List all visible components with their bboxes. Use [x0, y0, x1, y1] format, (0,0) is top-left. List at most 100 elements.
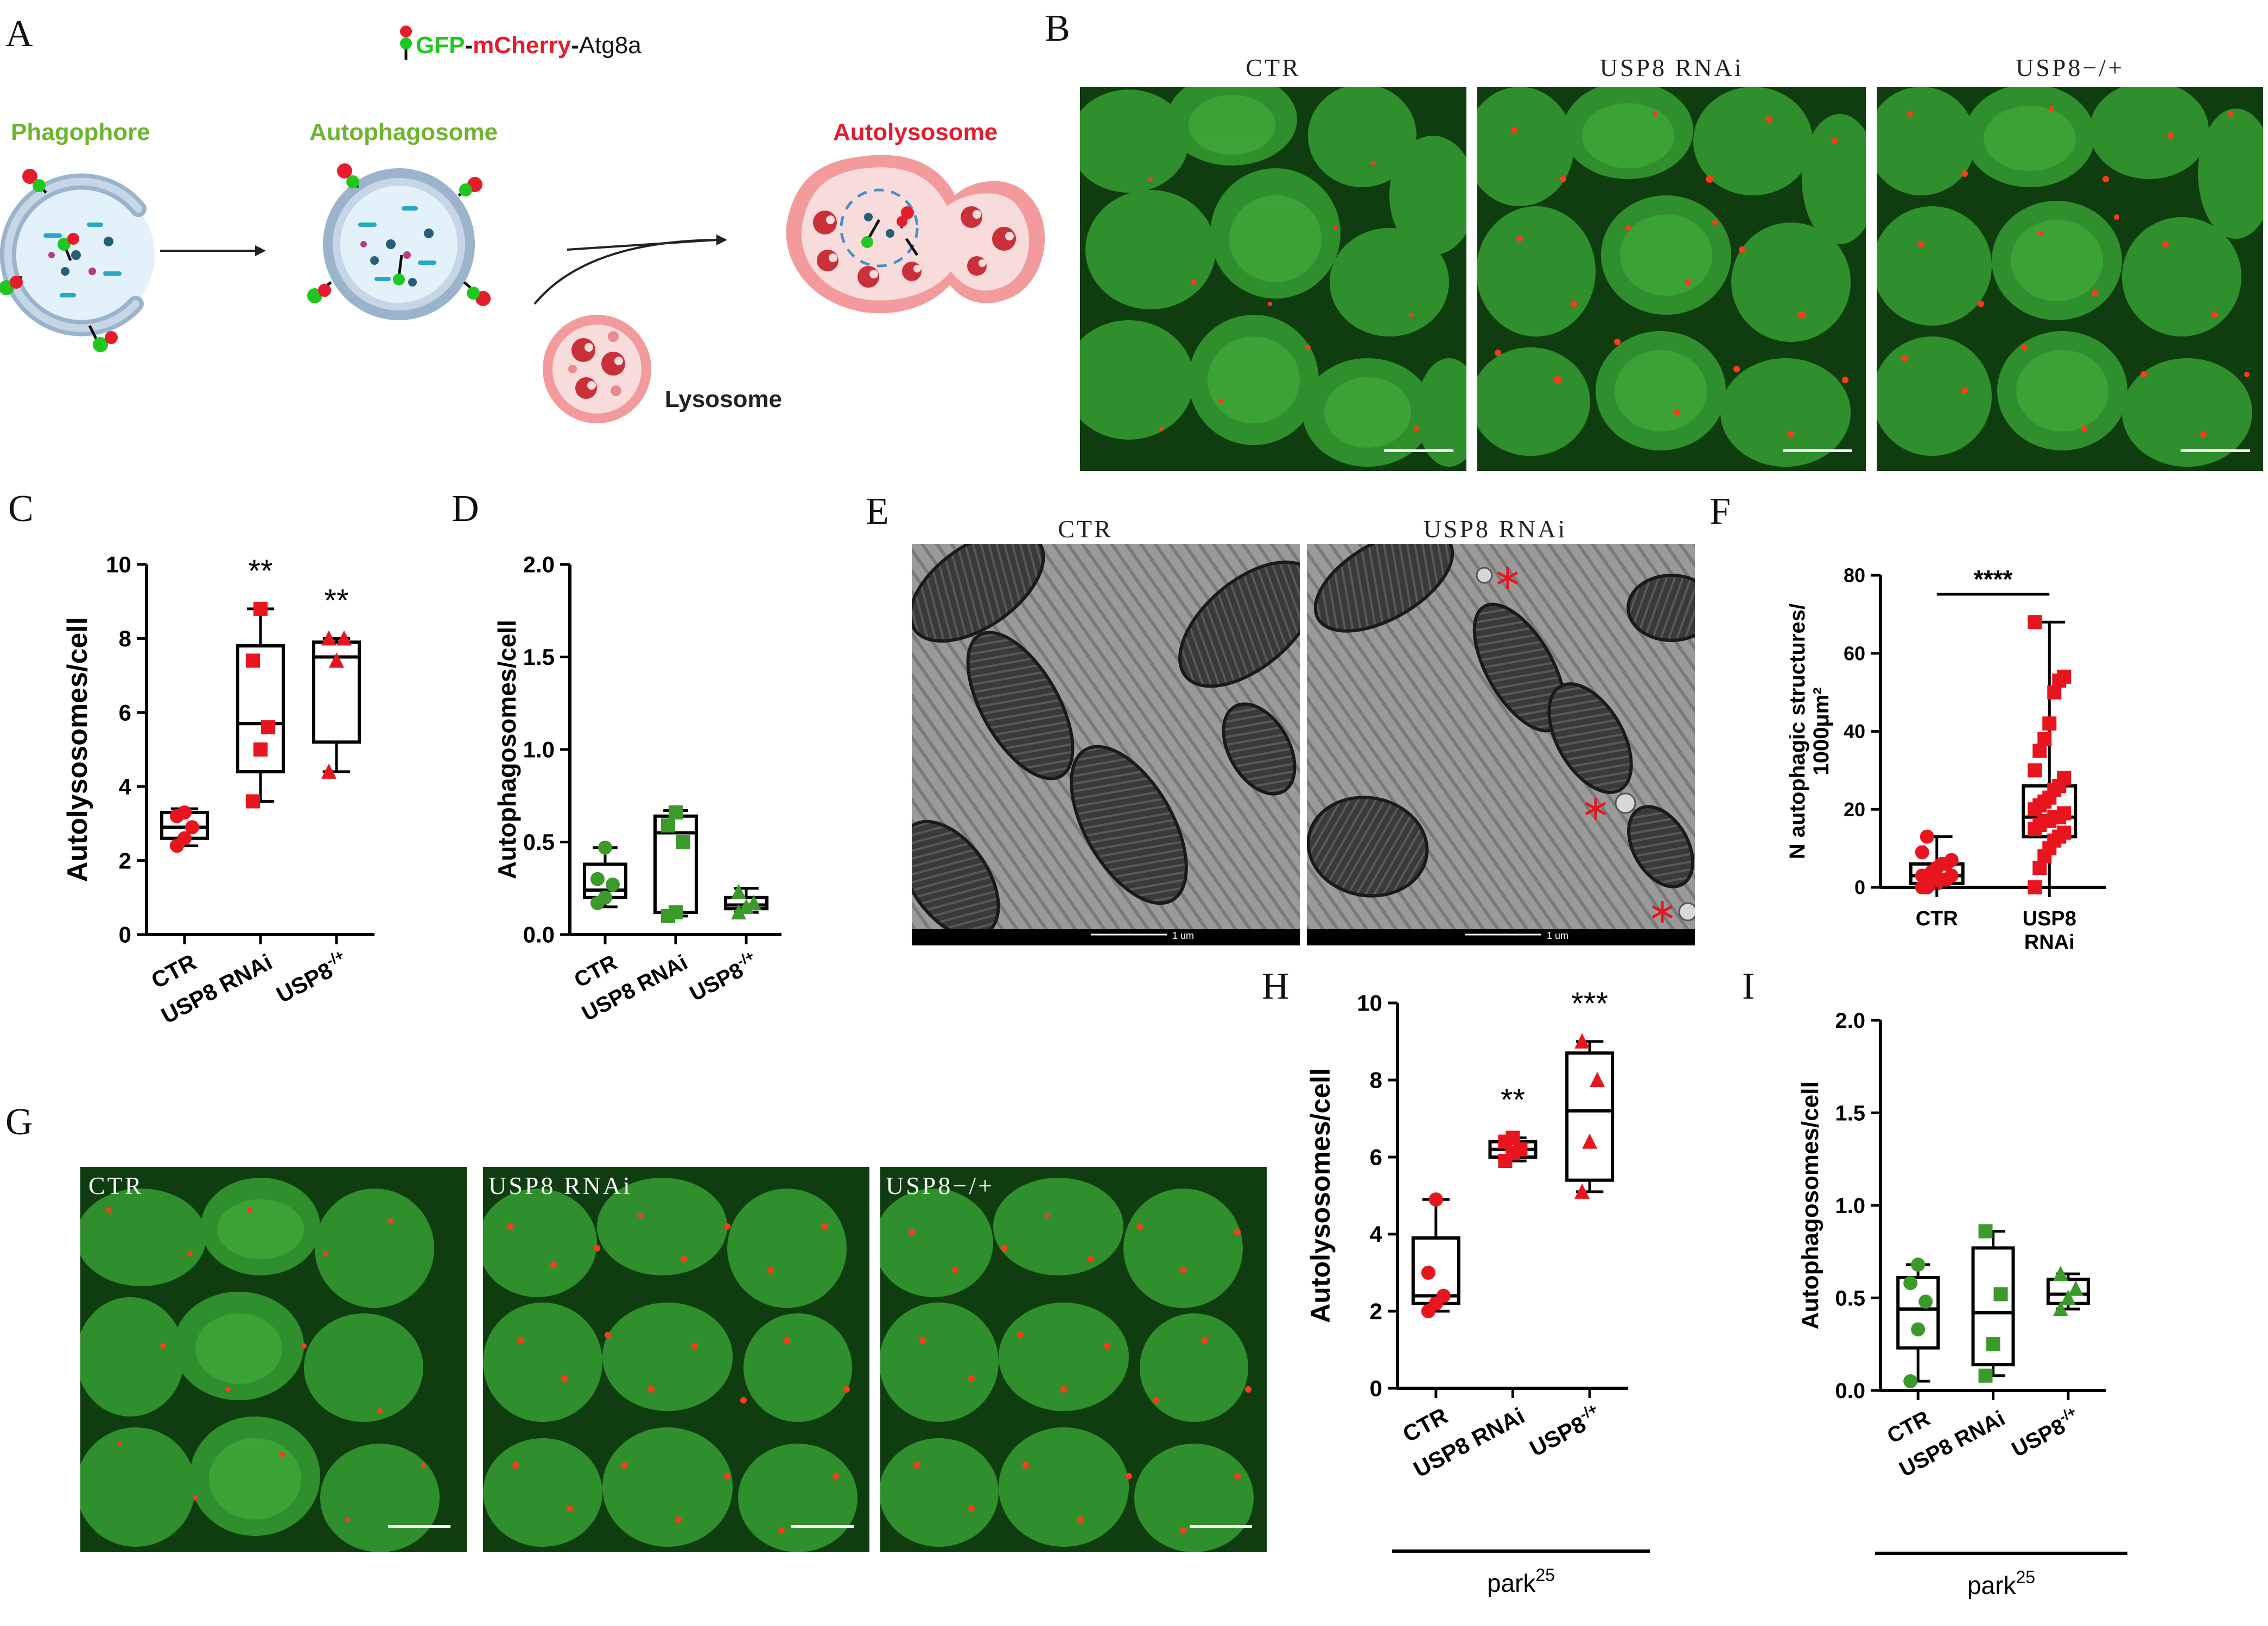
data-point	[253, 742, 268, 757]
data-point	[669, 805, 683, 820]
em-image-ctr: 1 um	[912, 544, 1300, 945]
x-tick-label: CTR	[1399, 1402, 1452, 1447]
x-tick-label: USP8-/+	[2006, 1403, 2084, 1462]
data-point	[246, 653, 260, 668]
panel-g: G CTR	[5, 1101, 1267, 1552]
y-tick-label: 4	[119, 774, 132, 799]
data-point	[1918, 1294, 1933, 1309]
panel-label-g: G	[5, 1101, 33, 1143]
asterisk-markers	[1497, 567, 1673, 923]
box	[236, 644, 285, 773]
y-tick-label: 1.5	[523, 644, 555, 670]
micrograph-b-ctr	[1080, 87, 1466, 471]
data-point	[746, 895, 761, 911]
mcherry-dot-icon	[400, 26, 412, 37]
group-label-text: park	[1967, 1571, 2016, 1599]
chart-d-autophagosomes: 0.00.51.01.52.0Autophagosomes/cellCTRUSP…	[493, 552, 782, 1026]
data-point	[1978, 1224, 1993, 1238]
data-point	[731, 884, 746, 899]
data-point	[1993, 1287, 2008, 1301]
panel-label-f: F	[1710, 491, 1731, 532]
panel-label-c: C	[8, 488, 34, 530]
lysosome-illustration	[543, 315, 651, 423]
panel-label-e: E	[866, 491, 889, 532]
micrograph-title-g-rnai: USP8 RNAi	[488, 1172, 632, 1199]
svg-text:GFP-mCherry-Atg8a: GFP-mCherry-Atg8a	[416, 32, 641, 59]
box	[1565, 1051, 1615, 1182]
data-point	[1920, 829, 1934, 844]
data-point	[2028, 763, 2042, 778]
construct-atg8a: Atg8a	[579, 32, 642, 59]
data-point	[1944, 853, 1959, 867]
group-label-sup: 25	[1535, 1565, 1555, 1585]
data-point	[1428, 1192, 1443, 1207]
data-point	[1574, 1033, 1590, 1049]
autophagosome-illustration	[307, 163, 491, 320]
y-axis-label: Autolysosomes/cell	[1305, 1068, 1336, 1323]
significance-label: **	[1501, 1083, 1525, 1118]
y-axis-label-line: 1000μm²	[1809, 687, 1833, 775]
significance-label: ****	[1974, 565, 2013, 593]
data-point	[1986, 1337, 2000, 1351]
data-point	[590, 872, 605, 886]
scale-bar	[1783, 449, 1852, 452]
data-point	[2053, 1300, 2068, 1316]
data-point	[606, 877, 620, 892]
y-tick-label: 0	[1370, 1376, 1382, 1401]
data-point	[1911, 1322, 1926, 1337]
x-tick-label-part: USP8	[1526, 1411, 1590, 1462]
y-tick-label: 2	[1370, 1299, 1382, 1324]
x-tick-label-part: USP8	[2008, 1414, 2069, 1462]
data-point	[661, 818, 675, 833]
group-label-text: park	[1487, 1569, 1536, 1597]
x-tick-label: CTR	[1883, 1406, 1934, 1448]
construct-gfp: GFP	[416, 32, 465, 59]
data-point	[2060, 1290, 2076, 1305]
stage-phagophore: Phagophore	[11, 119, 150, 145]
box	[1896, 1275, 1940, 1350]
x-tick-label: USP8-/+	[1524, 1400, 1606, 1462]
y-tick-label: 20	[1844, 798, 1865, 821]
significance-label: **	[248, 554, 272, 589]
construct-mcherry: mCherry	[473, 32, 571, 59]
box	[1411, 1236, 1460, 1305]
y-axis-label: Autophagosomes/cell	[1797, 1081, 1824, 1329]
panel-a: A GFP-mCherry-Atg8a Phagophore Autophago…	[0, 13, 1045, 423]
data-point	[1436, 1288, 1451, 1303]
data-point	[253, 601, 268, 616]
scale-bar	[2181, 449, 2250, 452]
panel-label-b: B	[1045, 8, 1070, 49]
y-tick-label: 1.0	[1835, 1194, 1865, 1218]
em-image-rnai: 1 um	[1307, 544, 1695, 945]
data-point	[185, 820, 199, 835]
group-label: park25	[1967, 1567, 2035, 1599]
y-tick-label: 10	[106, 552, 131, 577]
panel-label-h: H	[1262, 966, 1289, 1007]
micrograph-title-b-rnai: USP8 RNAi	[1600, 54, 1744, 81]
data-point	[2053, 1266, 2068, 1281]
data-point	[2057, 669, 2072, 684]
data-point	[261, 720, 275, 735]
panel-b: B CTR USP8 RNAi USP8−/+	[1045, 8, 2263, 471]
data-point	[2068, 1280, 2083, 1296]
phagophore-illustration	[0, 169, 155, 352]
micrograph-title-b-het: USP8−/+	[2016, 54, 2124, 81]
data-point	[598, 890, 612, 905]
data-point	[321, 630, 336, 646]
scale-bar	[388, 1525, 450, 1528]
significance-label: ***	[1571, 986, 1608, 1021]
y-axis-label: Autolysosomes/cell	[62, 617, 93, 882]
data-point	[676, 835, 690, 849]
box	[1971, 1246, 2015, 1367]
stage-autophagosome: Autophagosome	[309, 119, 498, 145]
data-point	[669, 905, 683, 920]
micrograph-g-rnai	[483, 1167, 869, 1552]
panel-label-d: D	[452, 488, 479, 530]
scale-bar	[791, 1525, 854, 1528]
data-point	[1505, 1130, 1520, 1145]
data-point	[1911, 1257, 1926, 1272]
x-tick-label-line: RNAi	[2024, 931, 2075, 954]
y-tick-label: 40	[1844, 720, 1865, 742]
y-tick-label: 80	[1844, 564, 1865, 587]
